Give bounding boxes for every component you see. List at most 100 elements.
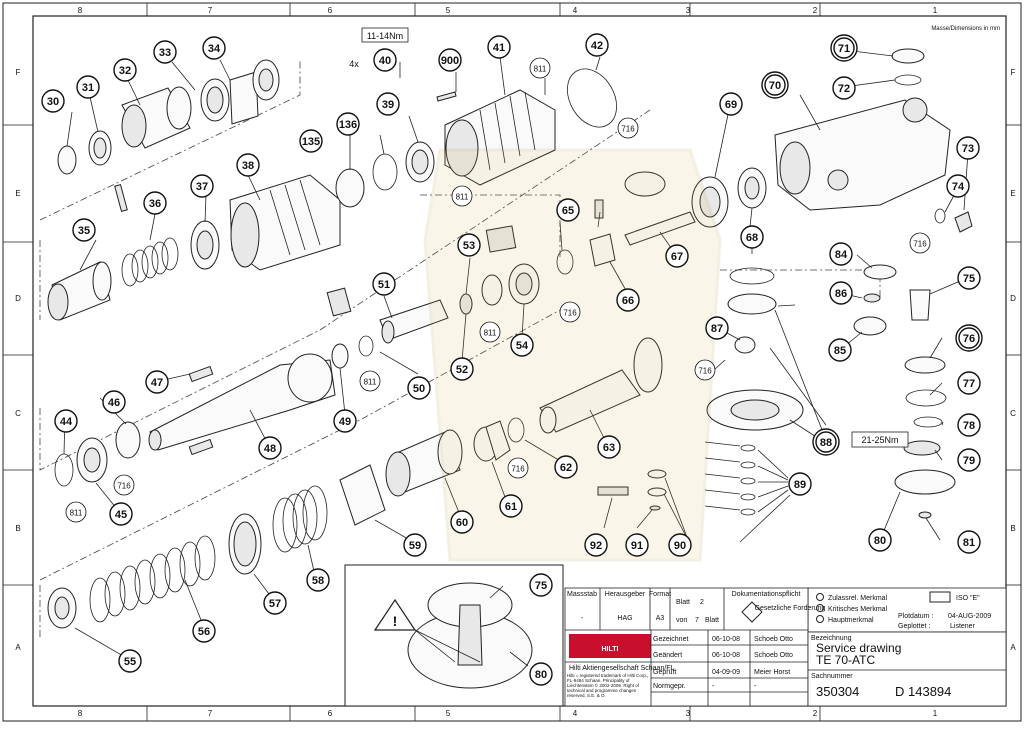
col-label-bottom: 8 (78, 709, 83, 718)
callout-label: 52 (456, 364, 468, 376)
callout-label: 42 (591, 40, 603, 52)
ring-part (57, 145, 77, 175)
callout-label: 30 (47, 96, 59, 108)
callout-60: 60 (450, 510, 474, 534)
legend-item: Hauptmerkmal (828, 617, 874, 624)
callout-68: 68 (740, 225, 764, 249)
callout-label: 76 (963, 333, 975, 345)
callout-label: 37 (196, 181, 208, 193)
key-part (597, 486, 629, 496)
callout-716-tag: 716 (694, 359, 716, 381)
callout-716-tag: 716 (507, 457, 529, 479)
row-label-left: F (16, 68, 21, 77)
svg-text:Blatt: Blatt (676, 599, 690, 606)
callout-78: 78 (957, 413, 981, 437)
callout-label: 38 (242, 160, 254, 172)
bearing-part (904, 356, 946, 374)
callout-716-tag: 716 (559, 301, 581, 323)
svg-text:75: 75 (535, 580, 547, 592)
col-label-bottom: 4 (573, 709, 578, 718)
tag-label: 716 (621, 125, 635, 134)
bearing-part (727, 293, 777, 315)
sheet-total: 7 (695, 617, 699, 624)
callout-label: 87 (711, 323, 723, 335)
drawn-by: Schoeb Otto (754, 636, 793, 643)
callout-136: 136 (336, 112, 360, 136)
cap-part (891, 48, 925, 64)
o-ring-part (729, 267, 775, 285)
svg-text:Geändert: Geändert (653, 652, 682, 659)
callout-33: 33 (153, 40, 177, 64)
drawing-subtitle: TE 70-ATC (816, 653, 875, 667)
callout-label: 68 (746, 232, 758, 244)
callout-label: 45 (115, 509, 127, 521)
drawing-title: Service drawing (816, 641, 901, 655)
iso-label: ISO "E" (956, 595, 980, 602)
callout-label: 89 (794, 479, 806, 491)
tag-label: 811 (456, 193, 469, 202)
callout-79: 79 (957, 448, 981, 472)
svg-text:Bezeichnung: Bezeichnung (811, 635, 852, 642)
callout-45: 45 (109, 502, 133, 526)
svg-text:Dokumentationspflicht: Dokumentationspflicht (732, 591, 801, 598)
callout-47: 47 (145, 370, 169, 394)
callout-inset-75: 75 (529, 573, 553, 597)
callout-71: 71 (830, 34, 858, 62)
svg-text:Geplottet :: Geplottet : (898, 623, 930, 630)
torque-annotation-88: 21-25Nm (851, 431, 909, 448)
col-label-top: 2 (813, 6, 818, 15)
callout-label: 85 (834, 345, 846, 357)
callout-label: 46 (108, 397, 120, 409)
callout-32: 32 (113, 58, 137, 82)
callout-67: 67 (665, 244, 689, 268)
copyright-notice: Hilti = registered trademark of Hilti Co… (567, 673, 649, 698)
col-label-bottom: 5 (446, 709, 451, 718)
callout-label: 31 (82, 82, 94, 94)
callout-57: 57 (263, 591, 287, 615)
callout-label: 58 (312, 575, 324, 587)
callout-76: 76 (955, 324, 983, 352)
callout-49: 49 (333, 409, 357, 433)
part-number: 350304 (816, 684, 859, 699)
svg-text:80: 80 (535, 669, 547, 681)
washer-part (647, 469, 667, 479)
changed-by: Schoeb Otto (754, 652, 793, 659)
callout-39: 39 (376, 92, 400, 116)
callout-716-tag: 716 (909, 232, 931, 254)
part-illustrations (47, 48, 973, 629)
callout-48: 48 (258, 436, 282, 460)
svg-text:Gezeichnet: Gezeichnet (653, 636, 688, 643)
scale-value: - (581, 615, 584, 622)
lock-part (188, 365, 214, 383)
legend-item: Kritisches Merkmal (828, 606, 888, 613)
units-note: Masse/Dimensions in mm (931, 26, 1000, 32)
callout-77: 77 (957, 371, 981, 395)
callout-label: 53 (463, 240, 475, 252)
plug-part (954, 211, 973, 233)
col-label-top: 4 (573, 6, 578, 15)
o-ring-part (905, 389, 947, 407)
callout-36: 36 (143, 191, 167, 215)
callout-label: 33 (159, 47, 171, 59)
callout-label: 60 (456, 517, 468, 529)
callout-label: 59 (409, 540, 421, 552)
ring-part (331, 343, 349, 369)
callout-label: 70 (769, 80, 781, 92)
sheet-number: 2 (700, 599, 704, 606)
row-label-left: C (15, 409, 21, 418)
callout-label: 77 (963, 378, 975, 390)
svg-text:Sachnummer: Sachnummer (811, 673, 853, 680)
callout-811-tag: 811 (529, 57, 551, 79)
inset-detail-view: ! 75 80 (344, 564, 564, 707)
callout-63: 63 (597, 435, 621, 459)
callout-91: 91 (625, 533, 649, 557)
ring-part (372, 153, 398, 191)
callout-73: 73 (956, 136, 980, 160)
callout-label: 69 (725, 99, 737, 111)
callout-label: 48 (264, 443, 276, 455)
callout-label: 78 (963, 420, 975, 432)
callout-label: 81 (963, 537, 975, 549)
tag-label: 811 (70, 509, 83, 518)
tag-label: 716 (913, 240, 927, 249)
callout-66: 66 (616, 288, 640, 312)
